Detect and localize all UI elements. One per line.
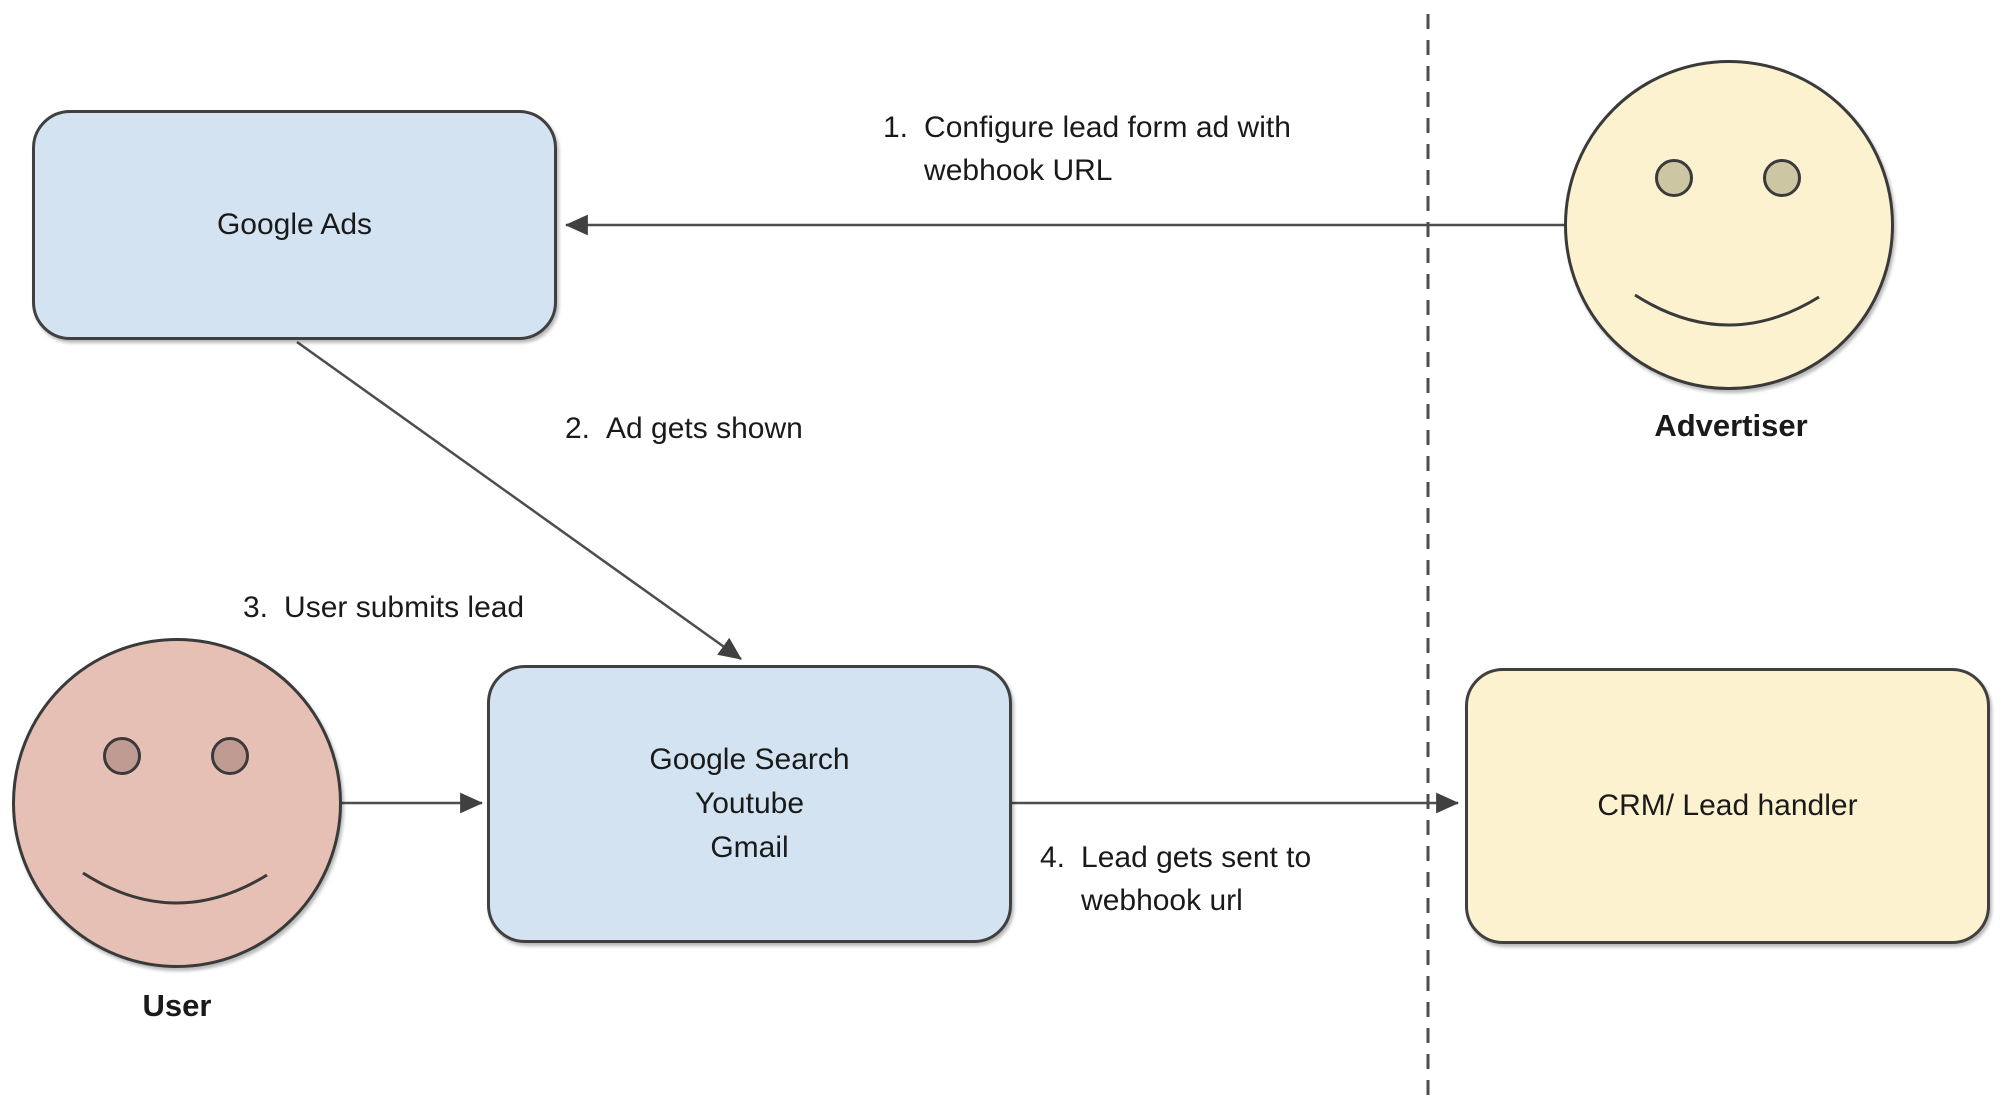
step2-number: 2. (565, 412, 591, 445)
advertiser-right-eye-icon (1763, 159, 1801, 197)
step3-annotation: 3. User submits lead (243, 586, 524, 629)
step4-text-line2: webhook url (1081, 884, 1243, 917)
google-ads-node: Google Ads (32, 110, 557, 340)
step4-text-line1: Lead gets sent to (1081, 841, 1312, 874)
user-right-eye-icon (211, 737, 249, 775)
step1-annotation: 1. Configure lead form ad with webhook U… (883, 106, 1291, 192)
channels-label-line1: Google Search (649, 743, 850, 776)
step2-text: Ad gets shown (606, 412, 803, 445)
user-smile-icon (82, 871, 268, 905)
step1-number: 1. (883, 111, 909, 144)
advertiser-left-eye-icon (1655, 159, 1693, 197)
user-face-icon (12, 638, 342, 968)
google-ads-label: Google Ads (216, 208, 373, 241)
channels-label-line3: Gmail (710, 831, 789, 864)
step4-number: 4. (1040, 841, 1066, 874)
user-label: User (142, 988, 212, 1023)
step1-text-line1: Configure lead form ad with (924, 111, 1291, 144)
advertiser-face-icon (1564, 60, 1894, 390)
step2-annotation: 2. Ad gets shown (565, 407, 803, 450)
step1-text-line2: webhook URL (924, 154, 1113, 187)
advertiser-label: Advertiser (1654, 408, 1808, 443)
user-left-eye-icon (103, 737, 141, 775)
google-channels-node: Google Search Youtube Gmail (487, 665, 1012, 943)
channels-label-line2: Youtube (694, 787, 804, 820)
step3-text: User submits lead (284, 591, 525, 624)
crm-lead-handler-node: CRM/ Lead handler (1465, 668, 1990, 944)
step3-number: 3. (243, 591, 269, 624)
advertiser-smile-icon (1634, 293, 1820, 327)
step4-annotation: 4. Lead gets sent to webhook url (1040, 836, 1311, 922)
arrow-step2-google-ads-to-channels (296, 340, 742, 661)
crm-label: CRM/ Lead handler (1597, 789, 1858, 822)
